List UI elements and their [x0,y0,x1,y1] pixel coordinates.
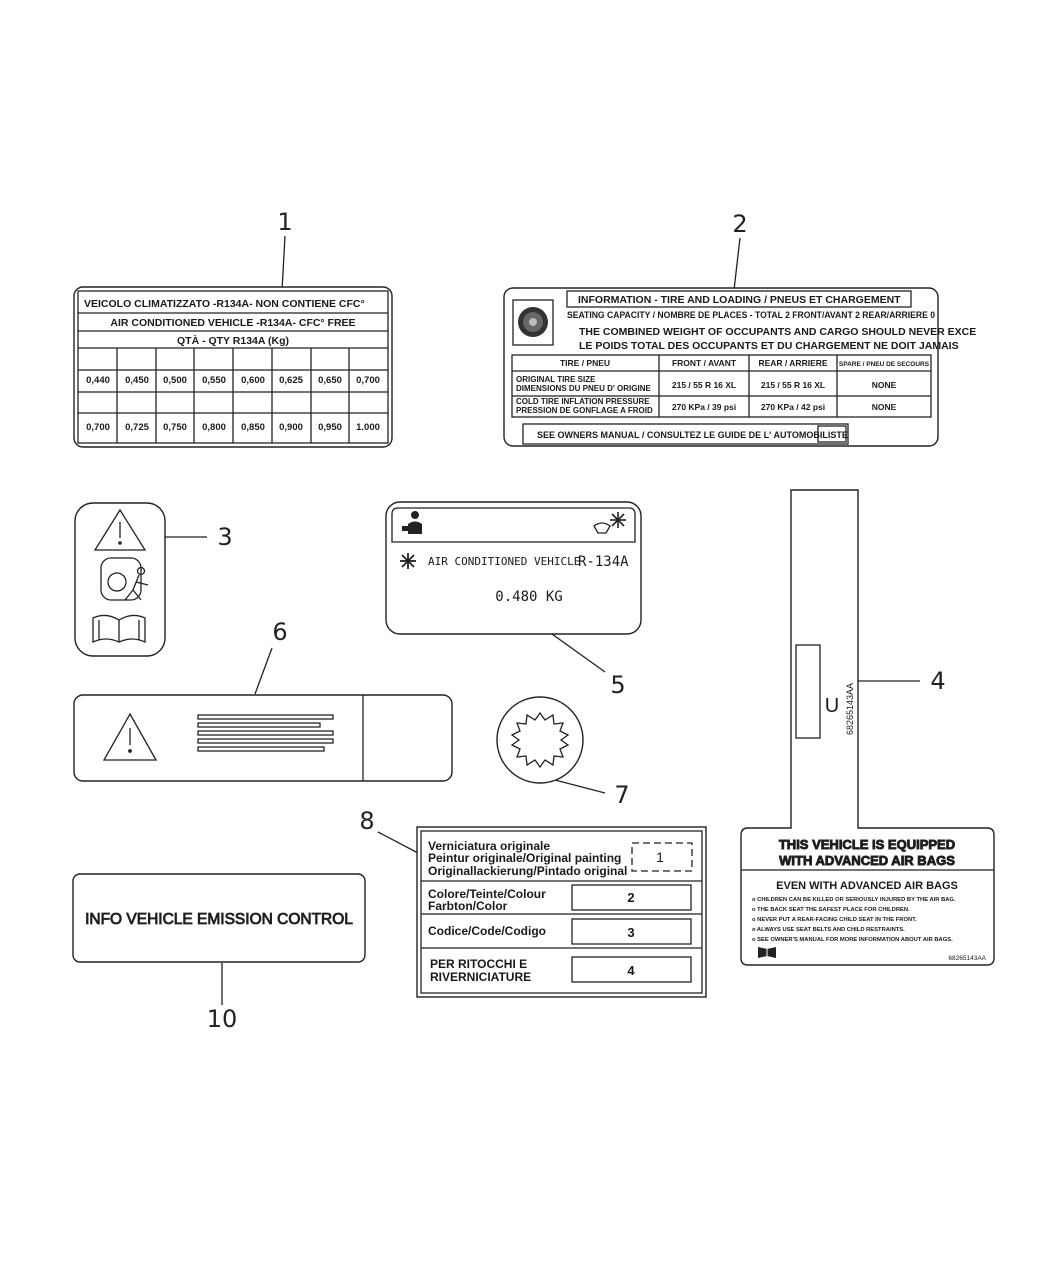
manual-book-icon [758,947,776,958]
label2-footer: SEE OWNERS MANUAL / CONSULTEZ LE GUIDE D… [537,430,848,440]
label-1-ac-refrigerant: VEICOLO CLIMATIZZATO -R134A- NON CONTIEN… [73,286,393,448]
label4-part-number: 68265143AA [845,683,855,735]
label4-bullet: o CHILDREN CAN BE KILLED OR SERIOUSLY IN… [752,897,956,903]
callout-2: 2 [732,210,747,238]
label8-row1: Verniciatura originale [428,839,550,853]
label4-bullet: o SEE OWNER'S MANUAL FOR MORE INFORMATIO… [752,937,953,943]
label1-cell: 0,500 [163,375,187,386]
label4-tab-glyph: U [825,695,839,717]
label2-row2-label: COLD TIRE INFLATION PRESSURE [516,397,650,406]
label1-cell: 0,700 [86,422,110,433]
label8-box-2: 2 [627,890,634,905]
label8-row4: RIVERNICIATURE [430,970,531,984]
label1-cell: 1.000 [356,422,380,433]
label5-refrigerant: R-134A [578,554,629,570]
label1-title: VEICOLO CLIMATIZZATO -R134A- NON CONTIEN… [84,298,365,310]
callout-3: 3 [217,523,232,551]
label2-row2-label: PRESSION DE GONFLAGE A FROID [516,406,653,415]
label1-cell: 0,800 [202,422,226,433]
label1-cell: 0,550 [202,375,226,386]
label2-cell: 270 KPa / 42 psi [761,402,825,412]
label2-cell: NONE [872,402,897,412]
label8-box-4: 4 [627,963,635,978]
warning-triangle-icon [102,712,158,761]
label-4-advanced-airbags: U 68265143AA THIS VEHICLE IS EQUIPPED WI… [740,489,995,966]
label1-cell: 0,450 [125,375,149,386]
label1-cell: 0,725 [125,422,149,433]
callout-8: 8 [359,807,374,835]
label8-row4: PER RITOCCHI E [430,957,527,971]
label10-text: INFO VEHICLE EMISSION CONTROL [85,911,353,928]
label8-row2: Farbton/Color [428,899,508,913]
label2-title: INFORMATION - TIRE AND LOADING / PNEUS E… [578,294,901,306]
label4-headline-1: THIS VEHICLE IS EQUIPPED [779,837,955,852]
warning-triangle-icon [93,508,147,551]
label-6-warning-strip [73,694,453,782]
callout-6: 6 [272,618,287,646]
label8-box-1: 1 [656,849,664,865]
label8-row1: Peintur originale/Original painting [428,851,621,865]
label2-row1-label: ORIGINAL TIRE SIZE [516,375,596,384]
label1-subtitle: AIR CONDITIONED VEHICLE -R134A- CFC° FRE… [110,317,355,329]
label5-qty: 0.480 KG [495,589,562,605]
label2-warning-en: THE COMBINED WEIGHT OF OCCUPANTS AND CAR… [579,326,976,338]
callout-7: 7 [614,781,629,809]
label1-cell: 0,650 [318,375,342,386]
label-10-emission-control: INFO VEHICLE EMISSION CONTROL [72,873,366,963]
label8-row2: Colore/Teinte/Colour [428,887,546,901]
label2-warning-fr: LE POIDS TOTAL DES OCCUPANTS ET DU CHARG… [579,340,959,352]
label-5-ac-vehicle: AIR CONDITIONED VEHICLE R-134A 0.480 KG [385,501,642,635]
label2-header: FRONT / AVANT [672,358,737,368]
label1-cell: 0,625 [279,375,303,386]
callout-1: 1 [277,208,292,236]
gear-seal-icon [510,711,570,769]
label8-box-3: 3 [627,925,634,940]
label1-qty-header: QTÀ - QTY R134A (Kg) [177,334,289,347]
label1-cell: 0,750 [163,422,187,433]
label4-bullet: o THE BACK SEAT THE SAFEST PLACE FOR CHI… [752,907,910,913]
mechanic-icon [402,511,422,534]
label2-header: SPARE / PNEU DE SECOURS [839,361,930,368]
callout-5: 5 [610,671,625,699]
tire-icon [518,307,548,337]
label1-cell: 0,850 [241,422,265,433]
label2-row1-label: DIMENSIONS DU PNEU D' ORIGINE [516,384,651,393]
label2-cell: 215 / 55 R 16 XL [761,380,825,390]
label2-cell: 215 / 55 R 16 XL [672,380,736,390]
label4-bullet: o ALWAYS USE SEAT BELTS AND CHILD RESTRA… [752,927,905,933]
label4-bullet: o NEVER PUT A REAR-FACING CHILD SEAT IN … [752,917,917,923]
label-3-airbag-warning [74,502,166,657]
label4-subhead: EVEN WITH ADVANCED AIR BAGS [776,880,958,892]
label4-headline-2: WITH ADVANCED AIR BAGS [779,853,955,868]
label2-seating: SEATING CAPACITY / NOMBRE DE PLACES - TO… [567,310,935,320]
ac-snowflake-icon [593,512,626,534]
label1-cell: 0,900 [279,422,303,433]
label1-cell: 0,700 [356,375,380,386]
label5-line1: AIR CONDITIONED VEHICLE [428,555,580,568]
label8-row3: Codice/Code/Codigo [428,924,546,938]
label8-row1: Originallackierung/Pintado original [428,864,627,878]
label-7-round-seal [496,696,584,784]
label1-cell: 0,600 [241,375,265,386]
label2-header: REAR / ARRIERE [758,358,827,368]
label2-cell: NONE [872,380,897,390]
label1-cell: 0,440 [86,375,110,386]
airbag-person-icon [100,557,149,601]
callout-10: 10 [207,1005,238,1033]
label-2-tire-loading: INFORMATION - TIRE AND LOADING / PNEUS E… [503,287,976,447]
label2-cell: 270 KPa / 39 psi [672,402,736,412]
callout-4: 4 [930,667,945,695]
label1-cell: 0,950 [318,422,342,433]
label2-header: TIRE / PNEU [560,358,610,368]
manual-book-icon [92,614,146,644]
label-8-paint-code: Verniciatura originale Peintur originale… [416,826,707,998]
ac-snowflake-icon [400,553,416,569]
label4-footer-code: 68265143AA [948,955,986,962]
